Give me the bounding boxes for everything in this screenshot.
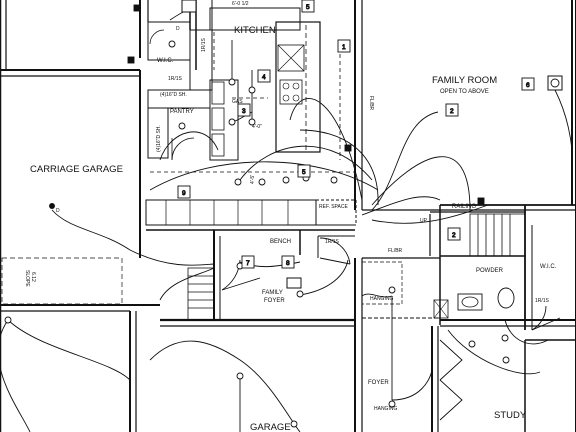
foyer-label: FOYER	[368, 380, 389, 386]
fl-br-v: FL/BR	[368, 96, 374, 111]
svg-text:5: 5	[302, 169, 306, 176]
svg-text:2: 2	[452, 232, 456, 239]
tag-2: 2	[445, 103, 459, 117]
callout-tags: 1 2 3 4 5 5 6 7 8 9 2	[177, 0, 535, 269]
bench-label: BENCH	[270, 239, 291, 245]
svg-text:4: 4	[262, 74, 266, 81]
carriage-garage-label: CARRIAGE GARAGE	[30, 164, 123, 175]
family-room-label: FAMILY ROOM	[432, 75, 497, 86]
shelf-1r1s-c: 1R/1S	[325, 239, 340, 245]
shelf-note-v: (4)16"D SH.	[156, 125, 162, 152]
family-foyer-label-2: FOYER	[264, 298, 285, 304]
svg-text:6: 6	[526, 82, 530, 89]
fixtures	[4, 0, 563, 428]
study-label: STUDY	[494, 410, 527, 421]
shelf-1r1s-a: 1R/1S	[168, 76, 183, 82]
svg-text:5: 5	[306, 4, 310, 11]
kitchen-label: KITCHEN	[234, 25, 276, 36]
d-a: D	[56, 208, 60, 214]
tag-8: 8	[281, 255, 295, 269]
railing-label: RAILING	[452, 204, 476, 210]
slope-value: 6.12	[30, 272, 36, 282]
stair-up: UP	[420, 218, 428, 224]
room-labels: KITCHEN FAMILY ROOM OPEN TO ABOVE CARRIA…	[30, 25, 557, 432]
tag-7: 7	[241, 255, 255, 269]
dim-4-0: 4'-0"	[252, 124, 262, 130]
gas-note: GAS	[232, 99, 243, 105]
powder-label: POWDER	[476, 268, 504, 274]
garage-label: GARAGE	[250, 422, 291, 432]
hanging-a: HANGING	[370, 296, 393, 302]
dim-4-5: 4'-5'	[250, 175, 256, 184]
svg-text:1: 1	[342, 44, 346, 51]
kitchen-area	[145, 7, 357, 226]
wic-left-label: W.I.C.	[157, 58, 174, 64]
tag-9: 9	[177, 185, 191, 199]
tag-5b: 5	[297, 164, 311, 178]
svg-text:2: 2	[450, 108, 454, 115]
tag-3: 3	[237, 103, 251, 117]
svg-text:9: 9	[182, 190, 186, 197]
tag-5a: 5	[301, 0, 315, 13]
svg-text:8: 8	[286, 260, 290, 267]
ref-space: REF. SPACE	[319, 204, 348, 210]
wic-right-label: W.I.C.	[540, 264, 557, 270]
tag-6: 6	[521, 77, 535, 91]
wiring	[0, 9, 573, 432]
svg-text:7: 7	[246, 260, 250, 267]
d-b: D	[176, 26, 180, 32]
doors	[1, 237, 561, 421]
svg-text:3: 3	[242, 108, 246, 115]
shelf-1r1s-d: 1R/1S	[535, 298, 550, 304]
pantry-label: PANTRY	[170, 109, 194, 115]
annotations: 6'-0 1/2 4'-0" 4'-5' (4)16"D SH. (4)16"D…	[24, 1, 550, 412]
family-foyer-label: FAMILY	[262, 290, 283, 296]
tag-4: 4	[257, 69, 271, 83]
shelf-note: (4)16"D SH.	[160, 92, 187, 98]
tag-1: 1	[337, 39, 351, 53]
dimension-top: 6'-0 1/2	[232, 1, 249, 7]
fl-br: FL/BR	[388, 248, 403, 254]
hanging-b: HANGING	[374, 406, 397, 412]
stairs	[187, 211, 526, 321]
shelf-1r1s-b: 1R/1S	[201, 37, 207, 52]
family-room-note: OPEN TO ABOVE	[440, 89, 489, 95]
slope-label: SLOPE	[24, 270, 30, 287]
tag-2b: 2	[447, 227, 461, 241]
